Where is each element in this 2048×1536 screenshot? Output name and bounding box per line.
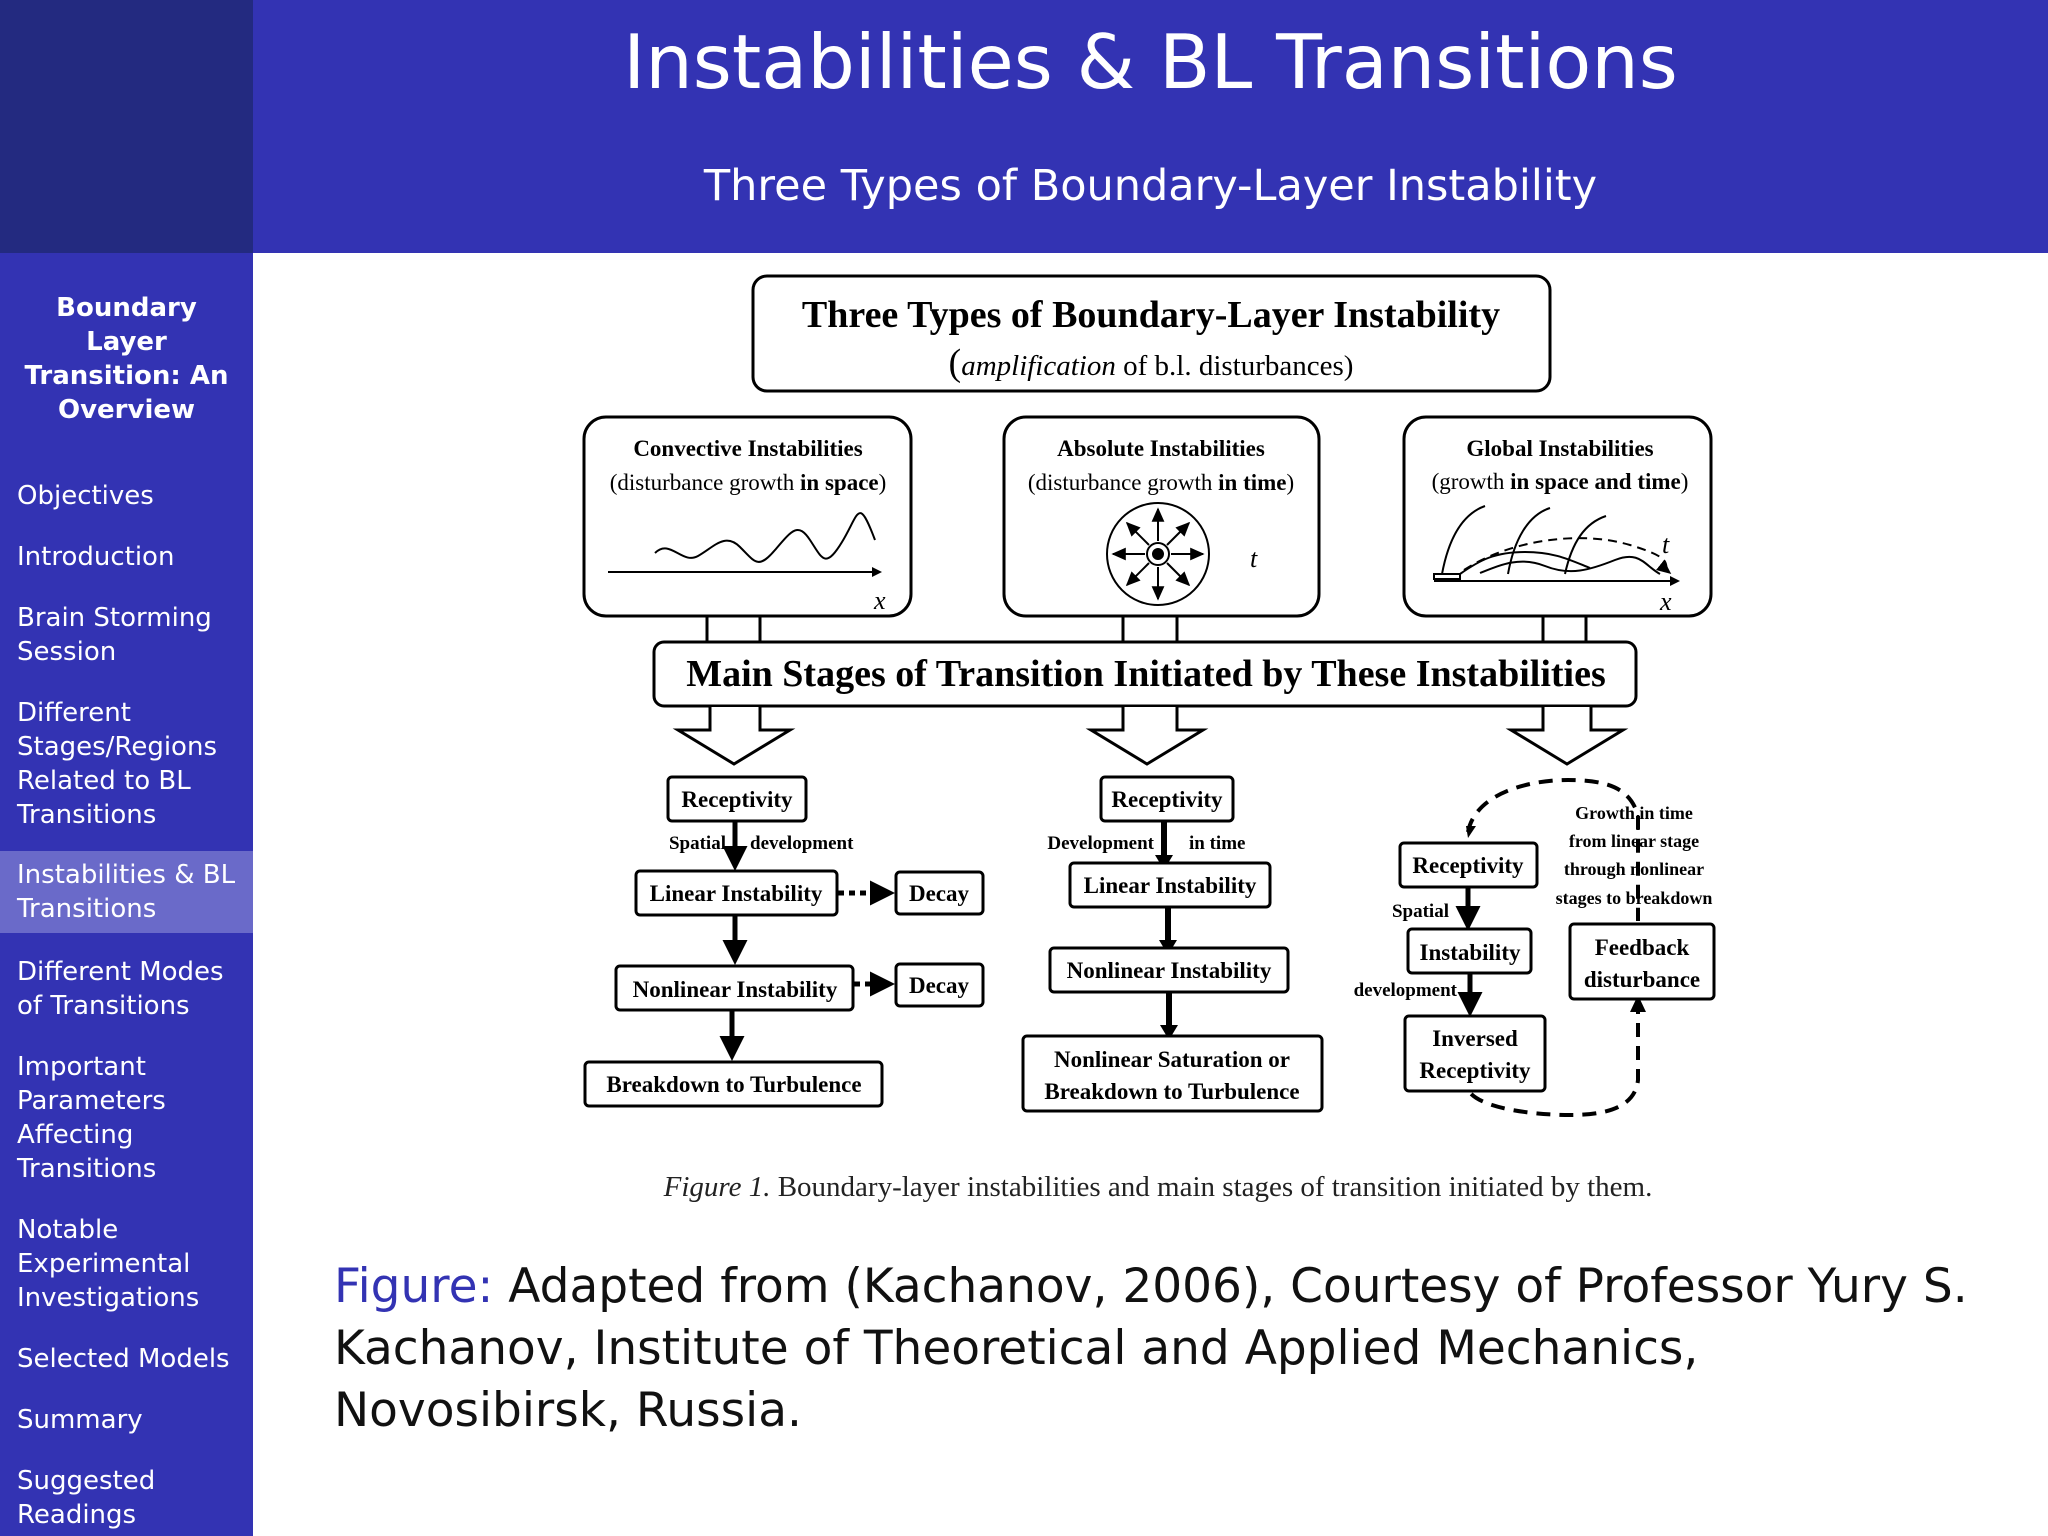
conv-decay1: Decay <box>909 881 970 906</box>
global-title: Global Instabilities <box>1466 436 1653 461</box>
absolute-axis-label: t <box>1250 544 1258 573</box>
conv-decay1-box <box>894 870 985 916</box>
top-title-text: Three Types of Boundary-Layer Instabilit… <box>802 294 1500 336</box>
abs-saturation-box <box>1021 1034 1324 1113</box>
growth-line-2: from linear stage <box>1569 831 1699 851</box>
sidebar-item-stages-regions[interactable]: Different Stages/Regions Related to BL T… <box>17 698 217 830</box>
sidebar-item-instabilities[interactable]: Instabilities & BL Transitions <box>0 851 253 933</box>
abs-linear: Linear Instability <box>1084 873 1257 898</box>
growth-line-4: stages to breakdown <box>1556 888 1713 908</box>
global-growth-note: Growth in time from linear stage through… <box>1556 803 1713 908</box>
main-stages-box <box>652 640 1638 708</box>
conv-breakdown-box <box>583 1060 884 1108</box>
sidebar-item-summary[interactable]: Summary <box>17 1405 143 1435</box>
abs-saturation-line2: Breakdown to Turbulence <box>1044 1079 1299 1104</box>
conv-label-development: development <box>750 833 854 854</box>
sidebar-item-introduction[interactable]: Introduction <box>17 542 175 572</box>
global-loop-bottom <box>1466 1000 1640 1118</box>
global-inversed-line1: Inversed <box>1432 1026 1518 1051</box>
abs-receptivity: Receptivity <box>1111 787 1223 812</box>
conv-linear: Linear Instability <box>650 881 823 906</box>
convective-title: Convective Instabilities <box>633 436 862 461</box>
growth-line-1: Growth in time <box>1575 803 1693 823</box>
presentation-title[interactable]: Boundary Layer Transition: An Overview <box>24 293 229 425</box>
abs-label-time: in time <box>1189 833 1245 854</box>
global-inversed-box <box>1403 1014 1547 1093</box>
convective-desc: (disturbance growth in space) <box>610 470 887 495</box>
convective-box <box>582 415 913 618</box>
slide-subtitle: Three Types of Boundary-Layer Instabilit… <box>703 161 1598 211</box>
top-subtitle: (amplification of b.l. disturbances) <box>949 342 1354 384</box>
sidebar-item-parameters[interactable]: Important Parameters Affecting Transitio… <box>17 1052 166 1184</box>
global-axis-t: t <box>1662 530 1670 559</box>
instability-diagram: Three Types of Boundary-Layer Instabilit… <box>580 270 1760 1220</box>
global-feedback-line1: Feedback <box>1595 935 1690 960</box>
slide-caption: Figure: Adapted from (Kachanov, 2006), C… <box>334 1256 1994 1442</box>
global-axis-x: x <box>1659 587 1672 616</box>
conv-nonlinear: Nonlinear Instability <box>633 977 838 1002</box>
convective-axis-label: x <box>873 586 886 615</box>
sidebar-item-experimental[interactable]: Notable Experimental Investigations <box>17 1215 200 1313</box>
conv-decay2: Decay <box>909 973 970 998</box>
global-feedback-box <box>1568 922 1716 1001</box>
global-receptivity: Receptivity <box>1412 853 1524 878</box>
absolute-title: Absolute Instabilities <box>1057 436 1265 461</box>
abs-saturation-line1: Nonlinear Saturation or <box>1054 1047 1290 1072</box>
stage-hollow-arrows <box>672 707 1629 766</box>
convective-wave <box>654 512 876 563</box>
conv-breakdown: Breakdown to Turbulence <box>606 1072 861 1097</box>
slide-title: Instabilities & BL Transitions <box>623 18 1678 106</box>
global-label-spatial: Spatial <box>1392 901 1449 922</box>
caption-label: Figure: <box>334 1259 494 1314</box>
caption-text: Adapted from (Kachanov, 2006), Courtesy … <box>334 1259 1968 1438</box>
growth-line-3: through nonlinear <box>1564 859 1704 879</box>
conv-receptivity: Receptivity <box>681 787 793 812</box>
sidebar-item-readings[interactable]: Suggested Readings <box>17 1466 156 1530</box>
abs-nonlinear: Nonlinear Instability <box>1067 958 1272 983</box>
global-instability: Instability <box>1420 940 1521 965</box>
absolute-desc: (disturbance growth in time) <box>1028 470 1294 495</box>
sidebar-item-modes[interactable]: Different Modes of Transitions <box>17 957 224 1021</box>
sidebar-item-models[interactable]: Selected Models <box>17 1344 230 1374</box>
figure-caption: Figure 1. Boundary-layer instabilities a… <box>663 1171 1653 1203</box>
sidebar-item-objectives[interactable]: Objectives <box>17 481 154 511</box>
global-label-development: development <box>1354 980 1458 1001</box>
global-box <box>1402 415 1713 618</box>
global-desc: (growth in space and time) <box>1432 469 1689 494</box>
conv-label-spatial: Spatial <box>669 833 726 854</box>
global-inversed-line2: Receptivity <box>1419 1058 1531 1083</box>
conv-decay2-box <box>894 962 985 1008</box>
global-loop-top <box>1466 777 1640 921</box>
top-title-box <box>751 274 1552 393</box>
sidebar-item-brain-storming[interactable]: Brain Storming Session <box>17 603 212 667</box>
global-feedback-line2: disturbance <box>1584 967 1700 992</box>
type-connectors <box>705 617 1588 642</box>
abs-label-development: Development <box>1047 833 1154 854</box>
header-corner <box>0 0 253 253</box>
absolute-radial-icon <box>1106 502 1210 606</box>
sidebar-nav: Boundary Layer Transition: An Overview O… <box>0 253 253 1536</box>
global-growth-sketch <box>1433 505 1680 586</box>
slide-header: Instabilities & BL Transitions Three Typ… <box>253 0 2048 253</box>
main-stages-text: Main Stages of Transition Initiated by T… <box>686 653 1606 695</box>
